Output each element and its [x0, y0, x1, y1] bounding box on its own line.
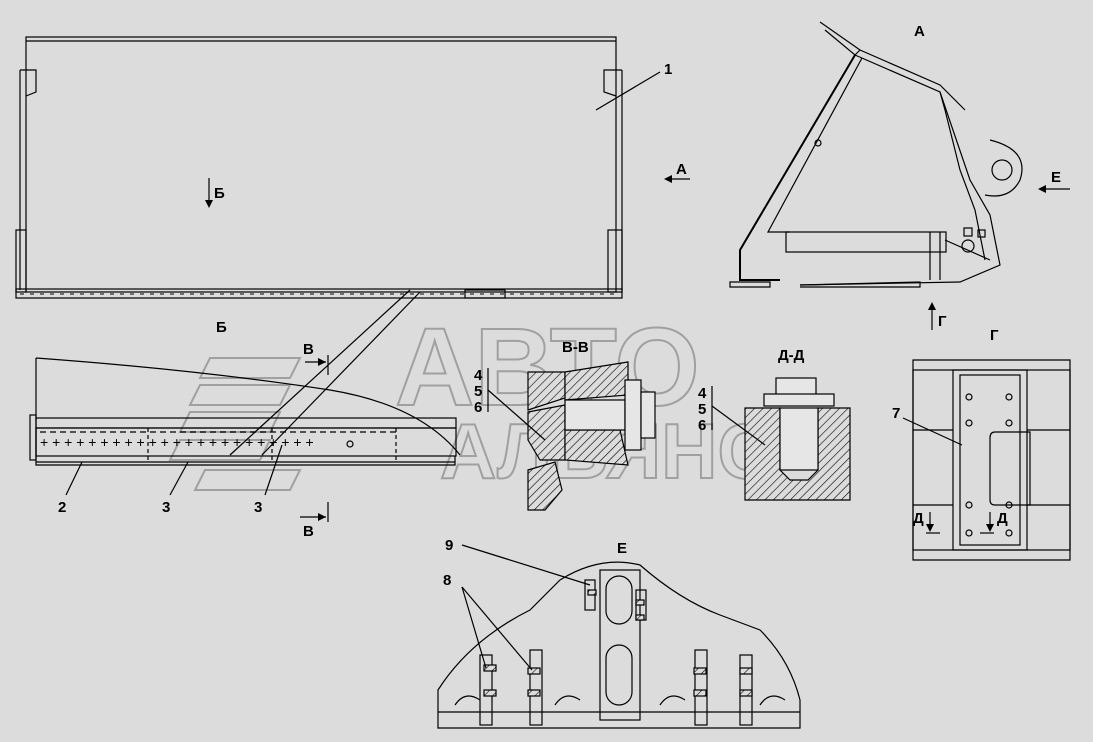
callout-1: 1 — [595, 61, 672, 111]
callout-8: 8 — [443, 572, 533, 671]
view-b: Б + + + + + + + + + + + + + + + + + + + … — [29, 319, 461, 466]
dd-callout-5: 5 — [698, 401, 706, 418]
callout-9-label: 9 — [445, 537, 453, 554]
callout-7: 7 — [892, 405, 963, 446]
callout-7-label: 7 — [892, 405, 900, 422]
front-view — [15, 36, 623, 299]
arrow-d-right-label: Д — [997, 510, 1008, 527]
arrow-v-bottom-label: В — [303, 523, 314, 540]
vv-callout-4: 4 — [474, 367, 483, 384]
view-g-title: Г — [990, 327, 999, 344]
callout-3a: 3 — [162, 461, 189, 516]
section-leader-lines — [229, 289, 421, 456]
section-vv-title: В-В — [562, 339, 589, 356]
callout-9: 9 — [445, 537, 591, 586]
arrow-d-left-label: Д — [913, 510, 924, 527]
dd-callout-4: 4 — [698, 385, 707, 402]
watermark-logo-icon — [168, 357, 302, 491]
side-view-a: А — [729, 21, 1023, 288]
view-g: Г — [912, 327, 1071, 561]
view-e-title: Е — [617, 540, 627, 557]
arrow-g-marker: Г — [928, 302, 947, 330]
section-dd: Д-Д — [744, 347, 851, 501]
callout-8-label: 8 — [443, 572, 451, 589]
section-dd-callouts: 4 5 6 — [698, 385, 766, 446]
section-d-markers: Д Д — [913, 510, 1008, 534]
callout-3b-label: 3 — [254, 499, 262, 516]
callout-2: 2 — [58, 461, 83, 516]
arrow-a-marker: А — [664, 161, 690, 183]
arrow-e-label: Е — [1051, 169, 1061, 186]
callout-1-label: 1 — [664, 61, 672, 78]
arrow-g-label: Г — [938, 313, 947, 330]
arrow-b-marker: Б — [205, 178, 225, 208]
arrow-b-label: Б — [214, 185, 225, 202]
arrow-v-top-label: В — [303, 341, 314, 358]
section-vv-callouts: 4 5 6 — [474, 367, 546, 441]
vv-callout-6: 6 — [474, 399, 482, 416]
callout-3a-label: 3 — [162, 499, 170, 516]
section-dd-title: Д-Д — [778, 347, 805, 364]
arrow-e-marker: Е — [1038, 169, 1070, 193]
callout-3b: 3 — [254, 444, 283, 516]
callout-2-label: 2 — [58, 499, 66, 516]
vv-callout-5: 5 — [474, 383, 482, 400]
view-b-title: Б — [216, 319, 227, 336]
section-vv: В-В — [527, 339, 656, 511]
watermark: АВТО АЛЬЯНС — [168, 305, 775, 496]
dd-callout-6: 6 — [698, 417, 706, 434]
arrow-a-label: А — [676, 161, 687, 178]
view-e: Е — [437, 540, 801, 729]
view-a-title: А — [914, 23, 925, 40]
bolt-marks: + + + + + + + + + + + + + + + + + + + + … — [40, 434, 314, 450]
